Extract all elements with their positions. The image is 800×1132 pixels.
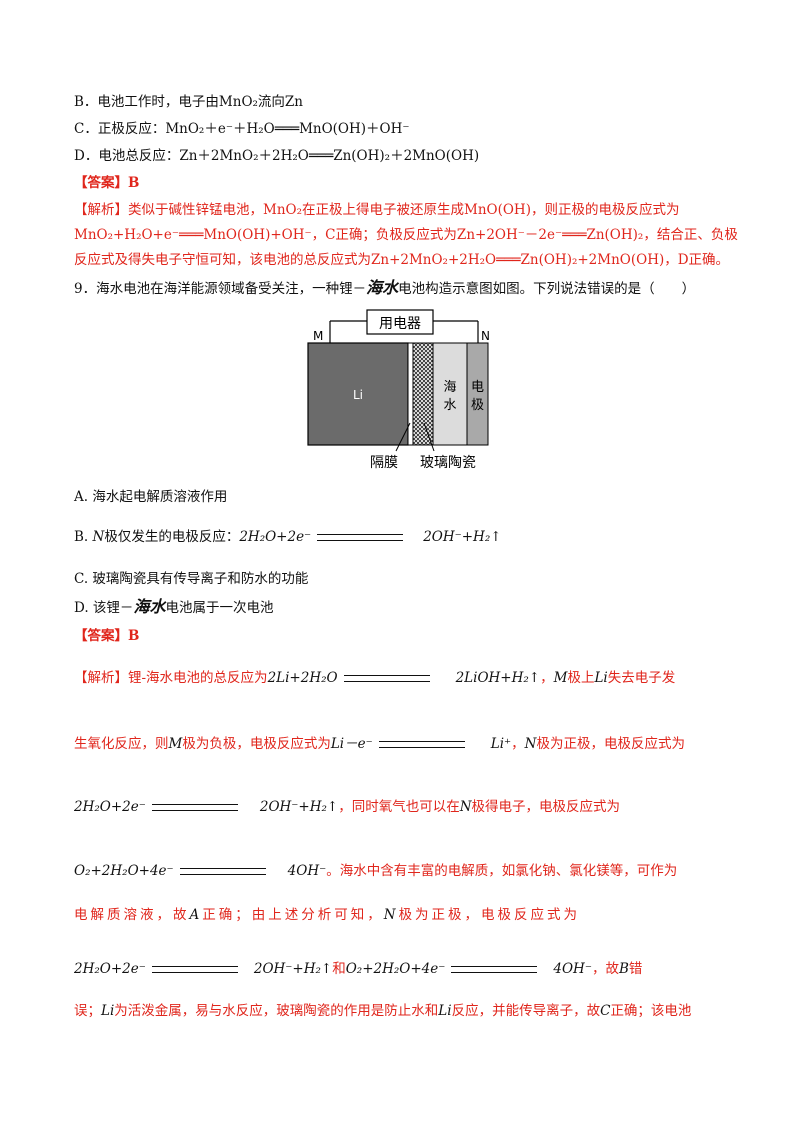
- seawater-layer: [432, 342, 468, 446]
- battery-diagram: 用电器 M N Li 海 水 电 极 隔膜 玻璃陶瓷: [307, 309, 490, 471]
- answer-9: 【答案】B: [74, 628, 140, 644]
- option-c: C．正极反应：MnO₂＋e⁻＋H₂O═══MnO(OH)＋OH⁻: [74, 121, 410, 137]
- membrane-leader: [395, 422, 411, 452]
- handwritten-seawater-2: 海水: [133, 597, 166, 616]
- answer-8: 【答案】B: [74, 175, 140, 191]
- explanation-9-line3: 2H₂O+2e⁻2OH⁻+H₂↑，同时氧气也可以在N极得电子，电极反应式为: [74, 799, 621, 815]
- question-9-option-a: A. 海水起电解质溶液作用: [74, 489, 228, 505]
- lithium-label: Li: [353, 388, 363, 402]
- glass-ceramic-layer: [412, 342, 434, 446]
- terminal-n: N: [481, 329, 490, 343]
- explanation-9-line4: O₂+2H₂O+4e⁻4OH⁻。海水中含有丰富的电解质，如氯化钠、氯化镁等，可作…: [74, 863, 678, 879]
- ceramic-label: 玻璃陶瓷: [420, 454, 476, 471]
- explanation-9-line6: 2H₂O+2e⁻2OH⁻+H₂↑和O₂+2H₂O+4e⁻4OH⁻，故B错: [74, 961, 643, 977]
- equals-sign: [451, 966, 538, 973]
- question-9-option-c: C. 玻璃陶瓷具有传导离子和防水的功能: [74, 571, 309, 587]
- explanation-9-line2: 生氧化反应，则M极为负极，电极反应式为Li－e⁻Li⁺，N极为正极，电极反应式为: [74, 736, 685, 752]
- seawater-label-1: 海: [443, 380, 456, 395]
- question-9: 9．海水电池在海洋能源领域备受关注，一种锂－海水电池构造示意图如图。下列说法错误…: [74, 278, 696, 298]
- option-d: D．电池总反应：Zn＋2MnO₂＋2H₂O═══Zn(OH)₂＋2MnO(OH): [74, 148, 480, 164]
- electrode-layer: [466, 342, 489, 446]
- electrode-label-2: 极: [471, 398, 484, 413]
- seawater-label-2: 水: [443, 398, 456, 413]
- equals-sign: [151, 966, 238, 973]
- membrane-label: 隔膜: [370, 455, 398, 471]
- question-9-option-d: D. 该锂－海水电池属于一次电池: [74, 597, 274, 617]
- option-b: B．电池工作时，电子由MnO₂流向Zn: [74, 94, 303, 110]
- ceramic-leader: [423, 422, 435, 452]
- equals-sign: [343, 675, 430, 682]
- explanation-9-line5: 电解质溶液，故A正确；由上述分析可知，N极为正极，电极反应式为: [74, 907, 581, 923]
- handwritten-seawater: 海水: [366, 278, 399, 297]
- equals-sign: [179, 868, 266, 875]
- equals-sign: [151, 804, 238, 811]
- membrane-layer: [407, 342, 414, 446]
- explanation-9-line7: 误；Li为活泼金属，易与水反应，玻璃陶瓷的作用是防止水和Li反应，并能传导离子，…: [74, 1003, 692, 1019]
- explanation-8-line2: MnO₂+H₂O+e⁻═══MnO(OH)+OH⁻，C正确；负极反应式为Zn+2…: [74, 227, 738, 243]
- device-label: 用电器: [379, 316, 421, 332]
- explanation-8-line1: 【解析】类似于碱性锌锰电池，MnO₂在正极上得电子被还原生成MnO(OH)，则正…: [74, 202, 680, 218]
- equals-sign: [317, 534, 404, 541]
- question-9-option-b: B. N极仅发生的电极反应：2H₂O+2e⁻2OH⁻+H₂↑: [74, 529, 502, 545]
- terminal-m: M: [313, 329, 323, 343]
- lithium-block: [307, 342, 409, 446]
- explanation-8-line3: 反应式及得失电子守恒可知，该电池的总反应式为Zn+2MnO₂+2H₂O═══Zn…: [74, 252, 730, 268]
- device-box: [366, 309, 434, 335]
- equals-sign: [378, 741, 465, 748]
- electrode-label-1: 电: [471, 380, 484, 395]
